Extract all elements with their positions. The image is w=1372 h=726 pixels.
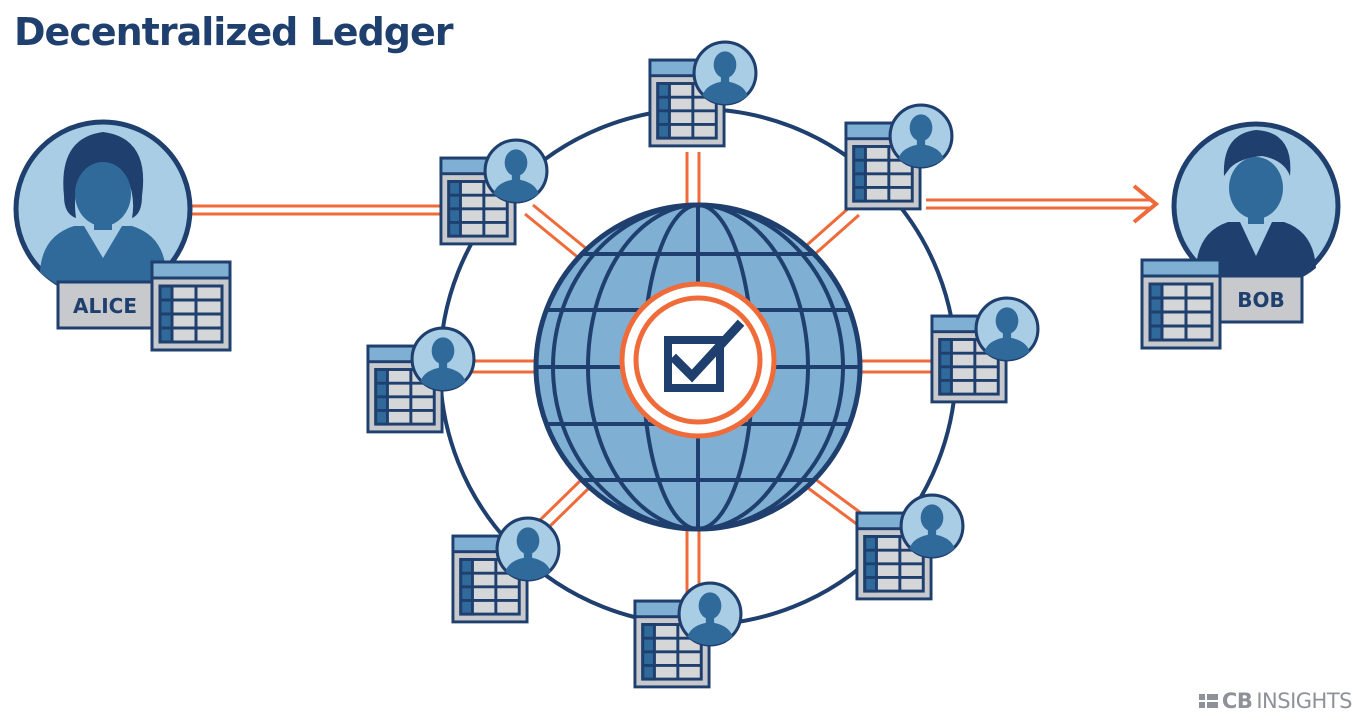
bob-ledger-icon — [1140, 258, 1222, 350]
checkmark-icon — [619, 281, 777, 439]
bob-label-box — [1218, 274, 1304, 324]
bob-label: BOB — [1237, 288, 1285, 312]
network-node-bottom-left — [453, 518, 559, 622]
brand-name-bold: CB — [1221, 689, 1253, 713]
network-node-bottom — [635, 583, 741, 687]
alice-ledger-icon — [150, 260, 232, 352]
cb-insights-logo-icon — [1198, 694, 1218, 708]
network-node-top-left — [441, 140, 547, 244]
alice-avatar — [13, 119, 193, 299]
alice-label: ALICE — [73, 294, 137, 318]
bob-node: BOB — [1140, 121, 1341, 350]
network-node-top — [650, 42, 756, 146]
network-node-right — [932, 298, 1038, 402]
network-node-bottom-right — [857, 495, 963, 599]
network-node-left — [368, 328, 474, 432]
brand-name-light: INSIGHTS — [1256, 689, 1352, 713]
network-node-top-right — [846, 105, 952, 209]
bob-connection-arrow — [926, 184, 1160, 224]
alice-node: ALICE — [13, 119, 232, 352]
network-spokes — [470, 152, 934, 598]
page-title: Decentralized Ledger — [14, 10, 453, 54]
alice-label-box — [56, 280, 154, 330]
alice-connection — [192, 204, 444, 216]
